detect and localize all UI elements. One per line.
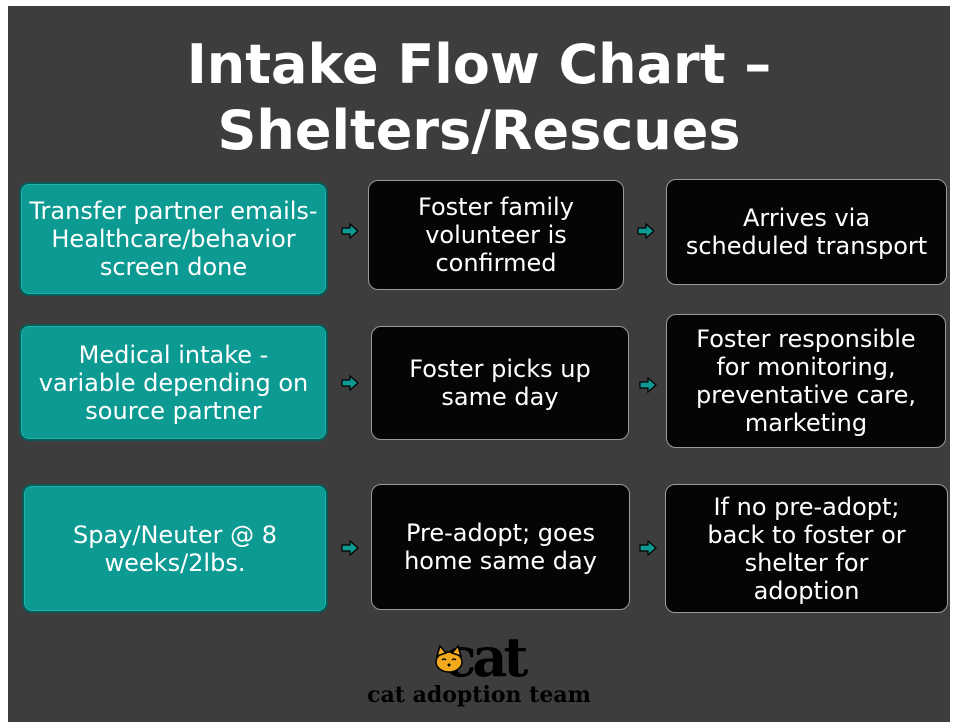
row2-step3-line3: preventative care, bbox=[696, 381, 916, 409]
row1-step3-line1: Arrives via bbox=[742, 204, 871, 232]
row2-step3-line2: for monitoring, bbox=[716, 353, 896, 381]
row2-step1-line1: Medical intake - bbox=[78, 340, 269, 369]
row2-step1-line3: source partner bbox=[85, 396, 262, 425]
row3-step3-line3: shelter for bbox=[744, 548, 869, 577]
row1-step3-line2: scheduled transport bbox=[685, 232, 928, 260]
row1-step1-line1: Transfer partner emails- bbox=[29, 197, 318, 225]
row3-step2-box: Pre-adopt; goes home same day bbox=[371, 484, 630, 610]
row2-step1-box: Medical intake - variable depending on s… bbox=[19, 324, 328, 441]
row3-step3-box: If no pre-adopt; back to foster or shelt… bbox=[665, 484, 948, 613]
row1-step1-line3: screen done bbox=[99, 253, 248, 281]
row1-step2-line3: confirmed bbox=[435, 249, 557, 277]
logo-caption: cat adoption team bbox=[367, 682, 591, 708]
row2-step2-line2: same day bbox=[441, 383, 559, 411]
title-line-1: Intake Flow Chart – bbox=[186, 33, 772, 96]
row3-arrow-2-icon bbox=[639, 539, 657, 557]
row1-arrow-1-icon bbox=[341, 222, 359, 240]
row2-arrow-1-icon bbox=[341, 374, 359, 392]
row3-step1-line2: weeks/2lbs. bbox=[104, 548, 246, 577]
row3-step1-line1: Spay/Neuter @ 8 bbox=[73, 520, 277, 549]
row3-step2-line1: Pre-adopt; goes bbox=[405, 519, 595, 547]
row1-step2-box: Foster family volunteer is confirmed bbox=[368, 180, 624, 290]
row3-step3-line1: If no pre-adopt; bbox=[713, 492, 900, 521]
row1-step3-box: Arrives via scheduled transport bbox=[666, 179, 947, 285]
row3-step3-line4: adoption bbox=[753, 576, 860, 605]
cat-logo-icon: cat bbox=[435, 628, 532, 684]
row1-step1-line2: Healthcare/behavior bbox=[51, 225, 296, 253]
row3-arrow-1-icon bbox=[341, 539, 359, 557]
slide: Intake Flow Chart – Shelters/Rescues Tra… bbox=[8, 6, 950, 722]
row2-arrow-2-icon bbox=[639, 376, 657, 394]
row3-step1-box: Spay/Neuter @ 8 weeks/2lbs. bbox=[22, 484, 328, 613]
slide-title: Intake Flow Chart – Shelters/Rescues bbox=[8, 32, 950, 164]
row2-step3-box: Foster responsible for monitoring, preve… bbox=[666, 314, 946, 448]
row2-step2-line1: Foster picks up bbox=[409, 355, 591, 383]
row2-step2-box: Foster picks up same day bbox=[371, 326, 629, 440]
row2-step3-line1: Foster responsible bbox=[696, 325, 916, 353]
row1-step1-box: Transfer partner emails- Healthcare/beha… bbox=[19, 182, 328, 296]
row1-step2-line2: volunteer is bbox=[425, 221, 567, 249]
row3-step2-line2: home same day bbox=[404, 547, 597, 575]
row1-step2-line1: Foster family bbox=[418, 193, 574, 221]
row2-step1-line2: variable depending on bbox=[38, 368, 309, 397]
row2-step3-line4: marketing bbox=[744, 409, 868, 437]
row3-step3-line2: back to foster or bbox=[707, 520, 906, 549]
title-line-2: Shelters/Rescues bbox=[217, 99, 741, 162]
row1-arrow-2-icon bbox=[637, 222, 655, 240]
